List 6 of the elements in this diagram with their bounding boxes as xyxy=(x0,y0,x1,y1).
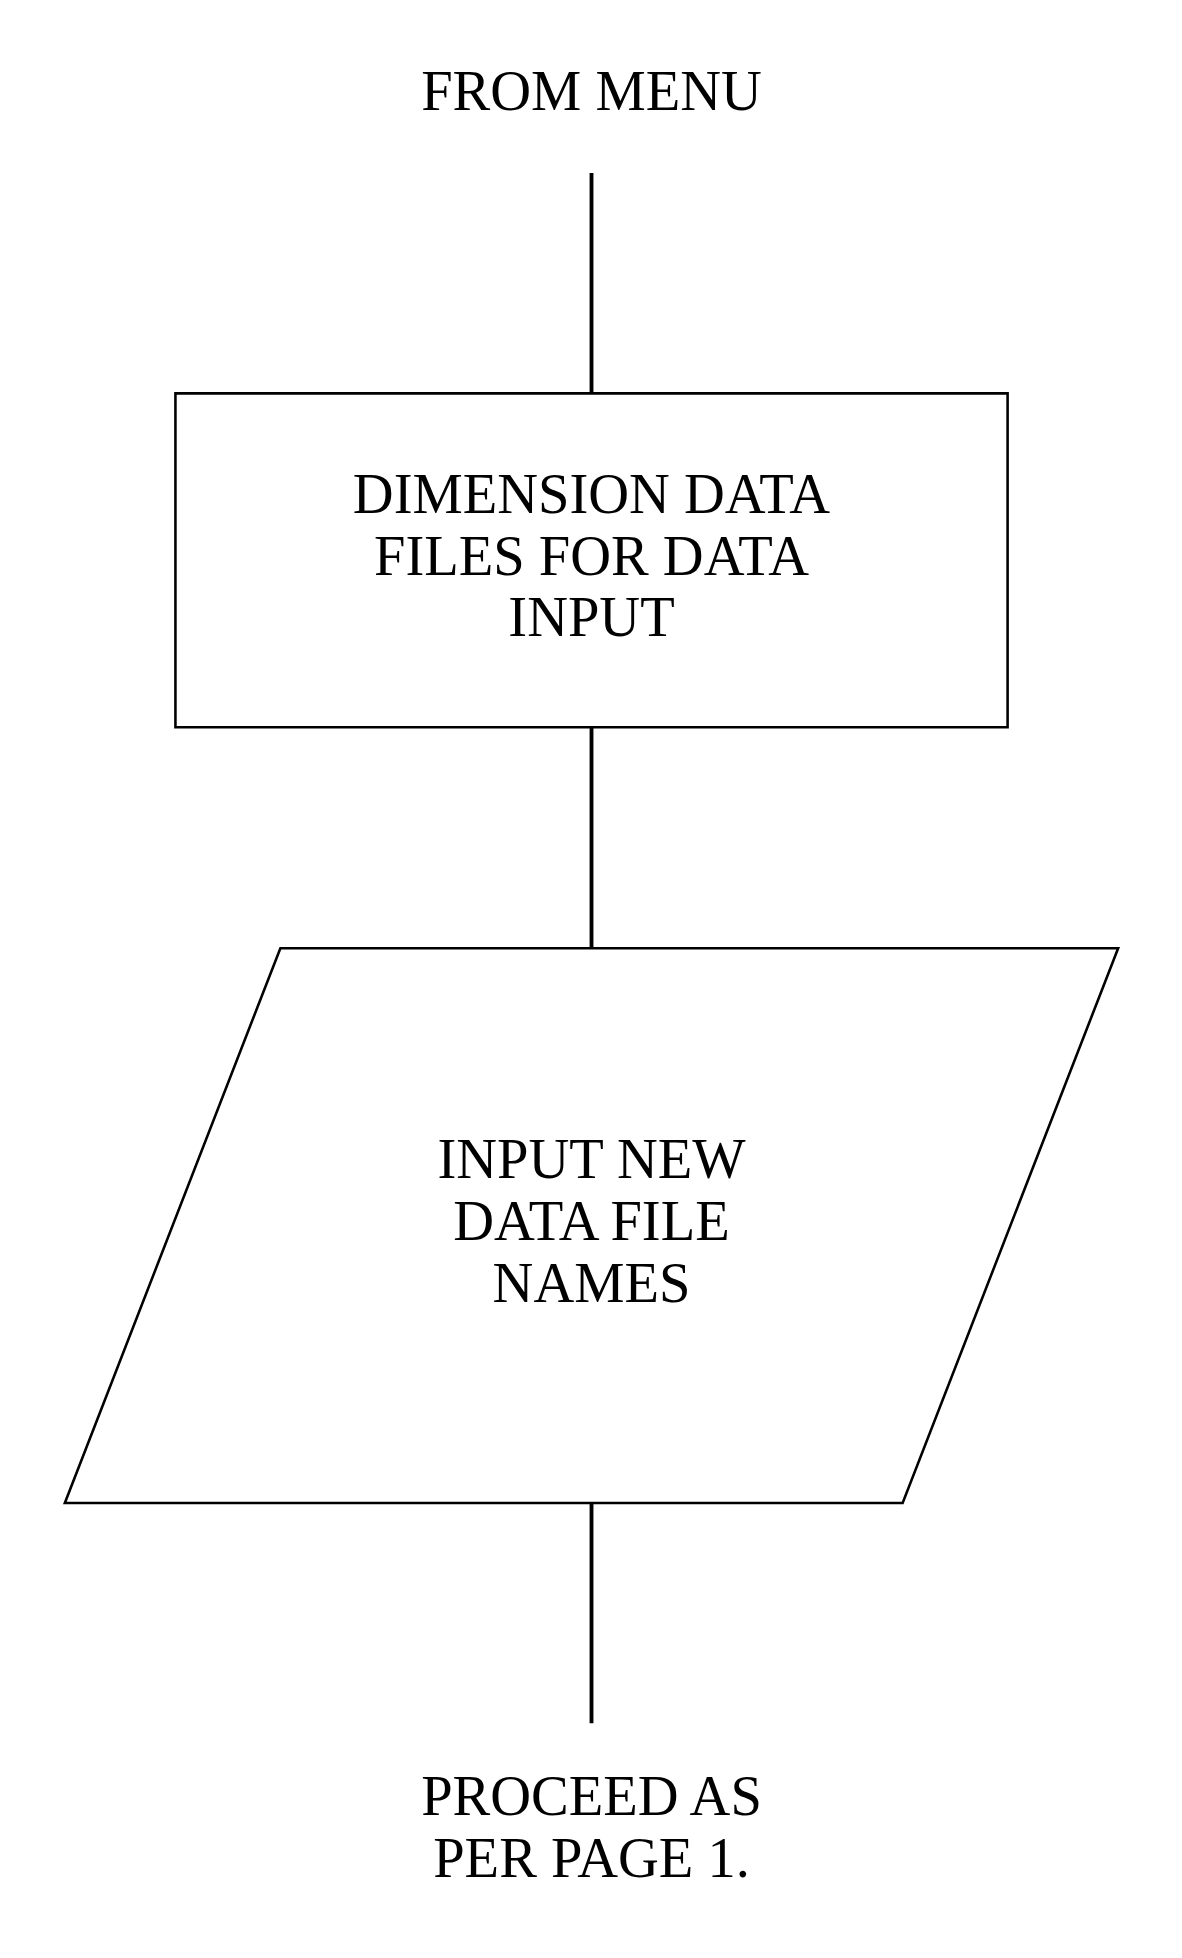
connector xyxy=(589,1503,593,1724)
connector xyxy=(589,172,593,394)
node-box: DIMENSION DATA FILES FOR DATA INPUT xyxy=(173,392,1009,729)
node-text: FROM MENU xyxy=(420,59,762,122)
node-text: PROCEED AS PER PAGE 1. xyxy=(420,1765,762,1889)
connector xyxy=(589,727,593,948)
